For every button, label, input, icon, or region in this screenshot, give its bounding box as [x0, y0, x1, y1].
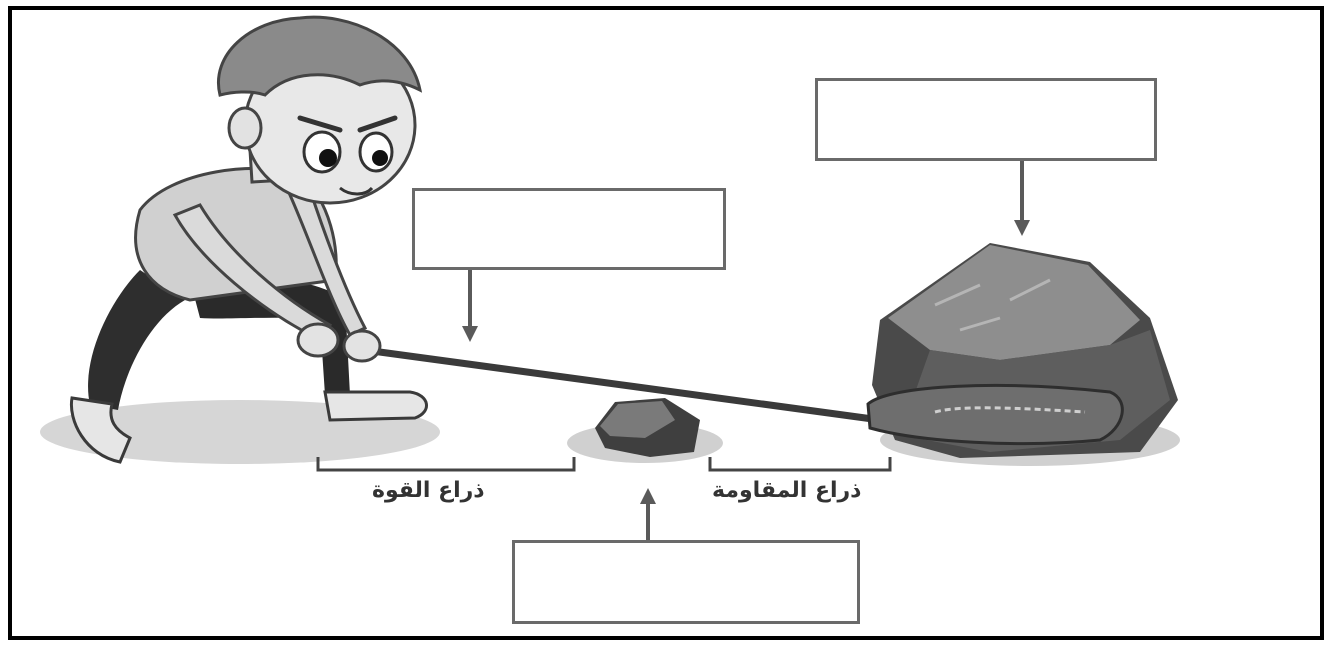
effort-arm-bracket: [318, 457, 574, 470]
effort-answer-box[interactable]: [412, 188, 726, 270]
boy-pushing-lever-icon: [71, 17, 426, 462]
arrow-to-rock-icon: [1014, 161, 1030, 236]
load-answer-box[interactable]: [815, 78, 1157, 161]
load-arm-label: ذراع المقاومة: [712, 478, 861, 503]
fulcrum-answer-box[interactable]: [512, 540, 860, 624]
arrow-to-fulcrum-icon: [640, 488, 656, 540]
effort-arm-label: ذراع القوة: [372, 478, 485, 503]
lever-blade: [868, 386, 1122, 444]
load-arm-bracket: [710, 457, 890, 470]
arrow-to-lever-icon: [462, 270, 478, 342]
fulcrum-rock-icon: [595, 398, 700, 457]
